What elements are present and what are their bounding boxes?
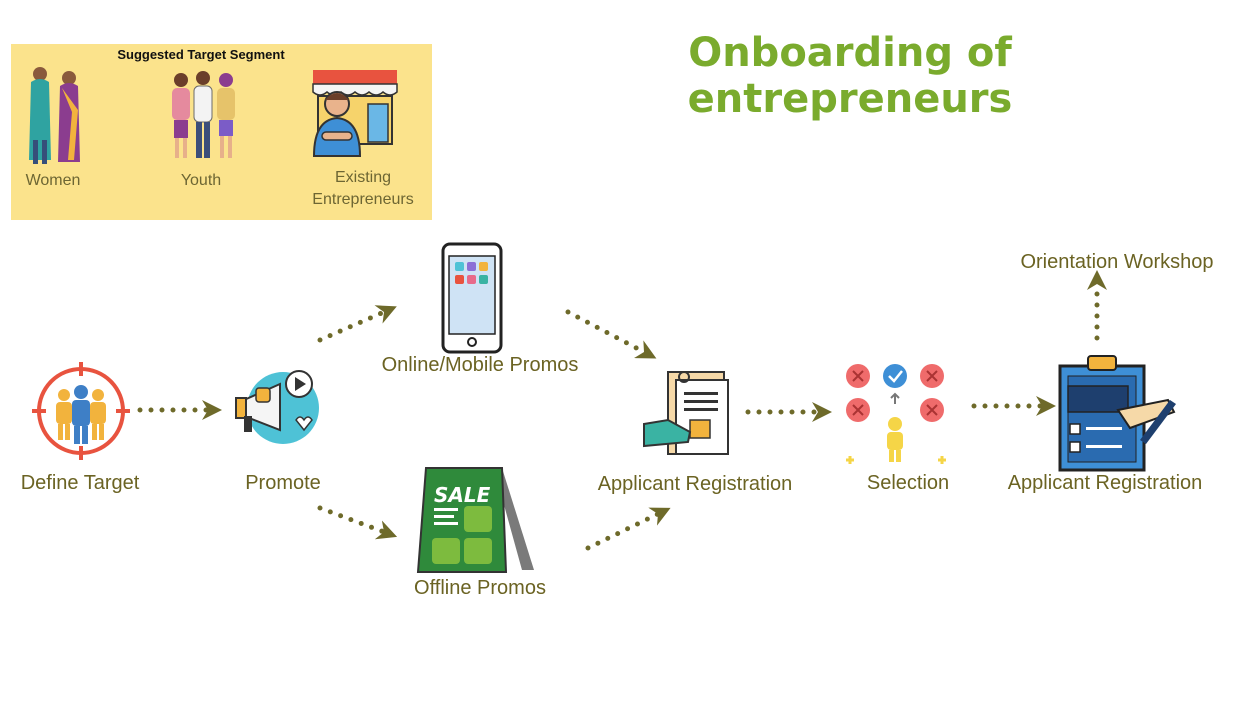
clipboard-icon bbox=[1058, 355, 1176, 472]
segment-heading: Suggested Target Segment bbox=[117, 47, 285, 62]
page-title: Onboarding of entrepreneurs bbox=[687, 30, 1013, 122]
flow-arrows bbox=[137, 270, 1107, 551]
youth-group-icon bbox=[172, 71, 235, 158]
step-define-target: Define Target bbox=[20, 472, 140, 494]
segment-label-existing-entrepreneurs: Existing Entrepreneurs bbox=[307, 167, 419, 211]
segment-label-women: Women bbox=[25, 172, 81, 189]
selection-icon bbox=[846, 364, 946, 464]
documents-icon bbox=[643, 371, 729, 455]
step-applicant-registration-1: Applicant Registration bbox=[597, 473, 793, 495]
megaphone-icon bbox=[235, 370, 319, 444]
step-orientation-workshop: Orientation Workshop bbox=[1020, 251, 1214, 273]
step-promote: Promote bbox=[245, 472, 321, 494]
target-crosshair-icon bbox=[32, 362, 130, 460]
step-selection: Selection bbox=[866, 472, 950, 494]
segment-label-line1: Existing bbox=[334, 169, 392, 186]
sale-sign-icon bbox=[416, 467, 534, 573]
segment-label-youth: Youth bbox=[180, 172, 222, 189]
sale-sign-text: SALE bbox=[434, 483, 491, 507]
mobile-phone-icon bbox=[441, 242, 503, 354]
step-offline-promos: Offline Promos bbox=[414, 577, 546, 599]
step-online-promos: Online/Mobile Promos bbox=[381, 354, 579, 376]
segment-label-line2: Entrepreneurs bbox=[312, 191, 414, 208]
step-applicant-registration-2: Applicant Registration bbox=[1007, 472, 1203, 494]
shopkeeper-icon bbox=[312, 70, 398, 157]
women-icon bbox=[29, 67, 80, 164]
